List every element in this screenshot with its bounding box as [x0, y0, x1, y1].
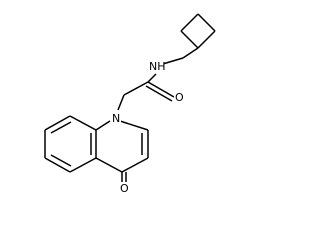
bond-c8-c7 [44, 115, 71, 131]
bond-cb4 [180, 30, 199, 49]
bond-c3-c4 [121, 157, 149, 173]
bond-cb3 [197, 30, 216, 49]
amide-nitrogen-label: NH [149, 60, 166, 73]
bond-benzo-inner-2 [50, 154, 72, 167]
ring-nitrogen-label: N [112, 112, 120, 125]
bond-c5-c4a [69, 157, 97, 173]
bond-cb1 [180, 13, 199, 32]
structure-diagram: NH O N O [44, 13, 216, 195]
bond-c6-c5 [44, 157, 71, 173]
bond-n-c2 [119, 120, 149, 131]
amide-oxygen-label: O [175, 91, 184, 104]
bond-c8a-c8 [69, 115, 97, 131]
bond-carbonyl-oxygen-2 [145, 85, 173, 102]
ring-nitrogen-bg [111, 112, 121, 124]
amide-oxygen-bg [174, 91, 184, 103]
bond-nh-carbonyl [147, 73, 157, 83]
ketone-oxygen-label: O [120, 182, 129, 195]
amide-nitrogen-bg [148, 60, 164, 72]
bond-carbonyl-oxygen-1 [147, 81, 175, 98]
bond-c4-c4a [95, 157, 123, 173]
bond-ch2-ringn [117, 94, 125, 111]
bond-carbonyl-ch2 [123, 81, 149, 96]
ketone-oxygen-bg [119, 182, 129, 194]
bond-c8a-n [95, 120, 111, 131]
bond-ch2-ring [182, 47, 199, 59]
bond-benzo-inner-1 [50, 121, 72, 134]
bond-cb2 [197, 13, 216, 32]
molecule-canvas: NH O N O [44, 13, 216, 195]
